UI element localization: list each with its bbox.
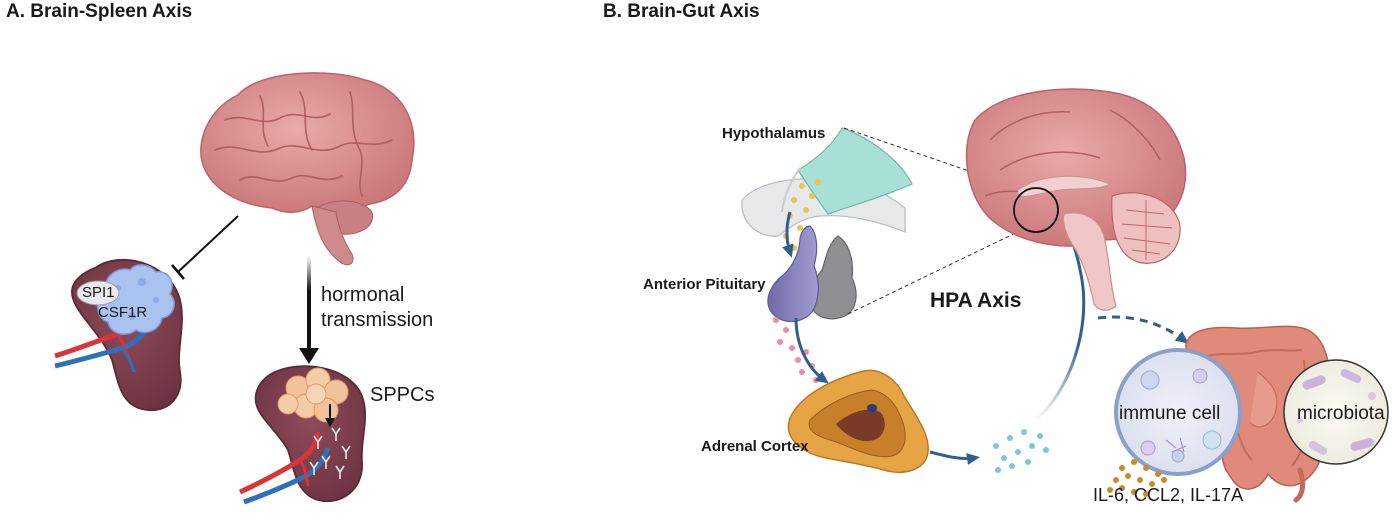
transmission-label: transmission xyxy=(321,309,434,331)
zoom-circle xyxy=(1013,187,1059,233)
sppc-arrow xyxy=(325,404,335,427)
adrenal-cortex-label: Adrenal Cortex xyxy=(701,438,809,455)
arrow-pituitary-adrenal xyxy=(794,317,829,384)
hpa-axis-label: HPA Axis xyxy=(930,289,1022,312)
pituitary-icon xyxy=(767,225,857,323)
panel-a-title: A. Brain-Spleen Axis xyxy=(6,1,193,22)
cortisol-dots xyxy=(993,429,1049,473)
immune-cell-label: immune cell xyxy=(1119,403,1221,424)
adrenal-gland-icon xyxy=(787,369,929,473)
csf1r-label: CSF1R xyxy=(98,304,148,321)
arrow-hypo-pituitary xyxy=(782,211,794,258)
inhibition-line xyxy=(171,215,239,280)
sppcs-label: SPPCs xyxy=(370,384,435,406)
hormonal-label: hormonal xyxy=(321,284,405,306)
hypothalamus-label: Hypothalamus xyxy=(722,125,826,142)
sppc-cluster-icon xyxy=(277,367,349,423)
arrow-brain-gut xyxy=(1097,315,1189,344)
cytokines-label: IL-6, CCL2, IL-17A xyxy=(1093,485,1244,505)
antibody-icon xyxy=(309,427,351,479)
microbiota-icon xyxy=(1283,359,1389,465)
hormonal-arrow xyxy=(299,256,319,364)
panel-b-title: B. Brain-Gut Axis xyxy=(603,1,760,22)
cytokine-dots xyxy=(1107,459,1167,497)
arrow-adrenal-cortisol xyxy=(929,450,980,465)
spi1-badge xyxy=(76,280,120,306)
spi1-label: SPI1 xyxy=(82,284,115,301)
microbiota-label: microbiota xyxy=(1297,403,1385,424)
sagittal-brain-icon xyxy=(965,88,1187,311)
hpa-feedback-arrow xyxy=(1035,224,1086,422)
brain-icon xyxy=(200,72,415,266)
anterior-pituitary-label: Anterior Pituitary xyxy=(643,276,766,293)
hypothalamus-icon xyxy=(741,127,913,251)
immune-cell-icon xyxy=(1114,348,1242,476)
